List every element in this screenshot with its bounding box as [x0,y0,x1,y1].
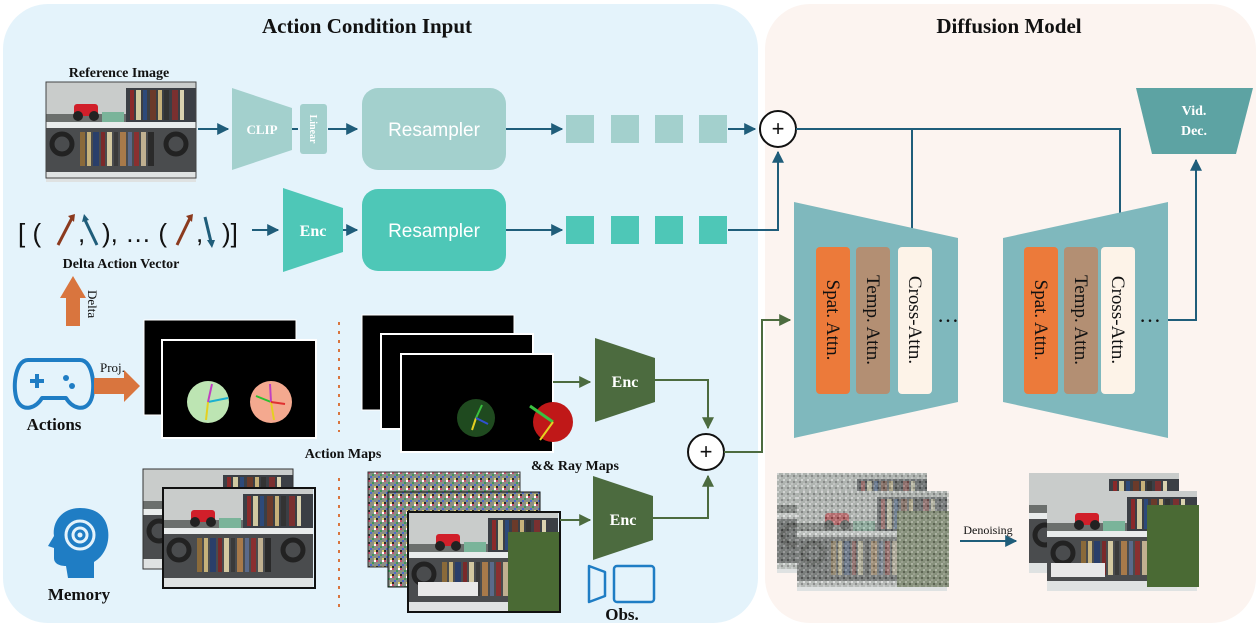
temp-attn-2-label: Temp. Attn. [1070,275,1091,365]
enc-obs-label: Enc [610,512,637,529]
delta-up-arrow [60,276,86,326]
denoising-label: Denoising [963,523,1012,537]
clip-label: CLIP [246,122,277,137]
resampler-mid [362,189,506,271]
cross-attn-1 [898,247,932,394]
enc-delta [283,188,343,272]
svg-text:), … (: ), … ( [102,218,167,248]
delta-action-vector-label: Delta Action Vector [63,257,180,272]
linear-block [300,104,327,154]
ellipsis-1: … [937,302,959,327]
linear-label: Linear [307,115,318,144]
arrow-enc-maps-to-plus [655,379,714,430]
resampler-top-label: Resampler [388,120,481,141]
memory-label: Memory [48,585,111,604]
arrow-plus-to-diffusion [724,314,792,453]
cross-attn-2-label: Cross-Attn. [1107,276,1128,364]
arrow-to-vid-dec [1168,158,1202,321]
token-top-3 [655,115,683,143]
panel-title-diffusion: Diffusion Model [936,14,1081,38]
spat-attn-1 [816,247,850,394]
delta-label: Delta [85,290,100,318]
action-map-frame-front [161,339,317,439]
delta-action-vector: [ ( , ), … ( , )] [18,214,238,248]
actions-label: Actions [27,415,82,434]
obs-label: Obs. [605,605,639,624]
token-mid-3 [655,216,683,244]
svg-text:[ (: [ ( [18,218,41,248]
spat-attn-1-label: Spat. Attn. [822,280,843,361]
proj-arrow [94,370,140,402]
clip-encoder [232,88,292,170]
arrow-plus-to-crossattn [796,128,1126,247]
token-mid-1 [566,216,594,244]
svg-text:,: , [196,218,203,248]
token-top-1 [566,115,594,143]
temp-attn-1-label: Temp. Attn. [862,275,883,365]
token-top-2 [611,115,639,143]
camera-icon [587,564,656,604]
token-mid-2 [611,216,639,244]
vid-dec-label-1: Vid. [1182,104,1207,119]
token-top-4 [699,115,727,143]
gamepad-icon [12,358,96,410]
obs-frame-front [408,512,561,612]
enc-maps-label: Enc [612,374,639,391]
reference-image [46,82,196,182]
arrow-enc-obs-to-plus [653,474,714,519]
memory-icon [48,508,109,578]
svg-text:,: , [78,218,85,248]
token-mid-4 [699,216,727,244]
spat-attn-2-label: Spat. Attn. [1030,280,1051,361]
resampler-mid-label: Resampler [388,221,481,242]
plus-icon-bottom: + [700,439,713,464]
enc-delta-label: Enc [300,223,327,240]
vid-dec-block [1136,88,1253,154]
spat-attn-2 [1024,247,1058,394]
cross-attn-2 [1101,247,1135,394]
resampler-top [362,88,506,170]
vid-dec-label-2: Dec. [1181,124,1207,139]
enc-maps [595,338,655,422]
plus-icon-top: + [772,116,785,141]
temp-attn-2 [1064,247,1098,394]
clean-frame-front [1047,491,1199,591]
proj-label: Proj. [100,360,125,375]
cross-attn-1-label: Cross-Attn. [904,276,925,364]
ellipsis-2: … [1139,302,1161,327]
ray-maps-label: && Ray Maps [531,459,619,474]
panel-title-action: Action Condition Input [262,14,472,38]
arrow-tokens-mid-to-plus [728,150,784,231]
reference-image-label: Reference Image [69,66,169,81]
noisy-frame-front [797,491,949,591]
memory-frame-front [163,488,316,588]
ray-map-frame-3 [400,353,573,453]
enc-obs [593,476,653,560]
temp-attn-1 [856,247,890,394]
action-maps-label: Action Maps [305,447,382,462]
svg-text:)]: )] [222,218,238,248]
